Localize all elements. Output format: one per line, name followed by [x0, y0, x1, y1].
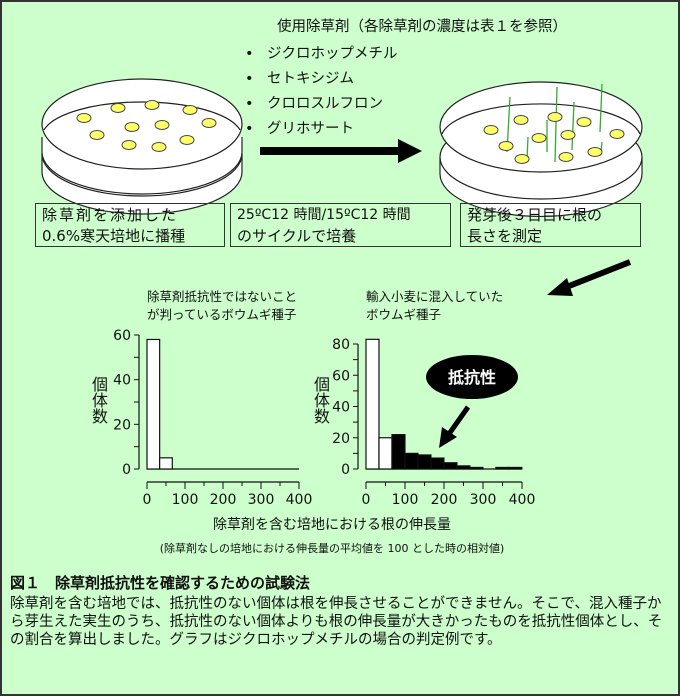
step-text: のサイクルで培養 [237, 227, 357, 245]
step-box-sowing: 除草剤を添加した 0.6%寒天培地に播種 [35, 203, 225, 247]
step-box-culture: 25ºC12 時間/15ºC12 時間 のサイクルで培養 [230, 203, 451, 247]
x-axis-note: (除草剤なしの培地における伸長量の平均値を 100 とした時の相対値) [160, 541, 505, 555]
seed [121, 140, 137, 150]
seed [558, 152, 574, 162]
bullet: • [245, 121, 254, 137]
seed [498, 141, 514, 151]
seeds [483, 112, 625, 164]
y-tick-label: 40 [113, 373, 131, 389]
y-tick-label: 0 [341, 462, 350, 478]
herbicide-item: グリホサート [267, 120, 354, 137]
step-text: 長さを測定 [467, 227, 543, 245]
step-text: 25ºC12 時間/15ºC12 時間 [237, 207, 411, 223]
bullet: • [245, 46, 254, 62]
chart-right-title-line1: 輸入小麦に混入していた [366, 289, 503, 304]
x-tick-label: 200 [210, 492, 237, 508]
y-tick-label: 60 [332, 368, 350, 384]
y-tick-label: 20 [332, 431, 350, 447]
bar [365, 338, 380, 470]
seed [576, 117, 592, 127]
bar-resistant [443, 462, 458, 470]
bar [146, 338, 161, 470]
herbicide-item: セトキシジム [267, 71, 354, 87]
herbicide-title: 使用除草剤（各除草剤の濃度は表１を参照） [277, 18, 567, 35]
y-axis-label-right: 個体数 [311, 376, 330, 424]
x-tick-label: 400 [509, 492, 536, 508]
chart-right-title-line2: ボウムギ種子 [366, 307, 441, 322]
process-arrow [260, 139, 422, 163]
figure-caption-body: 除草剤を含む培地では、抵抗性のない個体は根を伸長させることができません。そこで、… [10, 596, 663, 648]
step-text: 除草剤を添加した [42, 206, 179, 224]
y-axis-label-left: 個体数 [89, 376, 108, 424]
y-tick-label: 80 [332, 337, 350, 353]
x-tick-label: 300 [470, 492, 497, 508]
seed [124, 122, 140, 132]
root [571, 101, 575, 151]
bullet: • [245, 71, 254, 87]
bar-resistant [456, 465, 471, 470]
seed [531, 133, 547, 143]
y-tick-label: 0 [122, 462, 131, 478]
seed [144, 100, 160, 110]
x-tick-label: 200 [431, 492, 458, 508]
seed [151, 142, 167, 152]
x-tick-label: 100 [392, 492, 419, 508]
down-arrow [547, 259, 632, 296]
seed [76, 113, 92, 123]
seed [89, 130, 105, 140]
y-tick-label: 20 [113, 417, 131, 433]
bar [159, 457, 173, 470]
resistant-callout: 抵抗性 [426, 355, 518, 448]
bar-resistant [469, 466, 484, 470]
seeds [76, 100, 217, 152]
y-tick-label: 40 [332, 400, 350, 416]
bar-resistant [430, 457, 445, 470]
x-tick-label: 400 [286, 492, 313, 508]
figure-caption-title: 図１ 除草剤抵抗性を確認するための試験法 [10, 574, 311, 592]
step-text: 発芽後３日目に根の [467, 206, 603, 224]
seed [609, 129, 625, 139]
chart-left-title-line2: が判っているボウムギ種子 [147, 307, 296, 322]
petri-dish-germinated [439, 81, 643, 218]
root [599, 83, 603, 133]
seed [587, 147, 603, 157]
bar-resistant [404, 452, 419, 470]
herbicide-item: クロロスルフロン [267, 95, 383, 112]
seed [547, 112, 563, 122]
seed [179, 135, 195, 145]
chart-left-title-line1: 除草剤抵抗性ではないこと [147, 289, 297, 304]
x-tick-label: 0 [143, 492, 152, 508]
petri-dish-sown [41, 78, 243, 215]
bullet: • [245, 96, 254, 112]
herbicide-list: • ジクロホップメチル • セトキシジム • クロロスルフロン • グリホサート [245, 45, 398, 137]
herbicide-item: ジクロホップメチル [267, 45, 398, 62]
bar-resistant [508, 466, 523, 470]
bar-resistant [495, 466, 510, 470]
seed [514, 154, 530, 164]
seed [513, 115, 529, 125]
seed [560, 130, 576, 140]
step-box-measure: 発芽後３日目に根の 長さを測定 [460, 203, 641, 247]
x-axis-label: 除草剤を含む培地における根の伸長量 [213, 517, 451, 533]
histogram-imported: 0 20 40 60 80 0 100 200 300 400 [332, 337, 535, 508]
root [554, 86, 558, 163]
bar [378, 437, 393, 470]
step-text: 0.6%寒天培地に播種 [42, 227, 186, 245]
y-tick-label: 60 [113, 328, 131, 344]
seed [110, 103, 126, 113]
seed [201, 118, 217, 128]
seed [483, 125, 499, 135]
x-tick-label: 300 [248, 492, 275, 508]
seed [182, 105, 198, 115]
x-tick-label: 100 [172, 492, 199, 508]
histogram-susceptible: 0 20 40 60 0 100 200 300 400 [113, 328, 312, 508]
seed [154, 120, 170, 130]
bar-resistant [417, 454, 432, 470]
x-tick-label: 0 [362, 492, 371, 508]
bar-resistant [391, 434, 406, 470]
resistant-label: 抵抗性 [448, 368, 496, 387]
